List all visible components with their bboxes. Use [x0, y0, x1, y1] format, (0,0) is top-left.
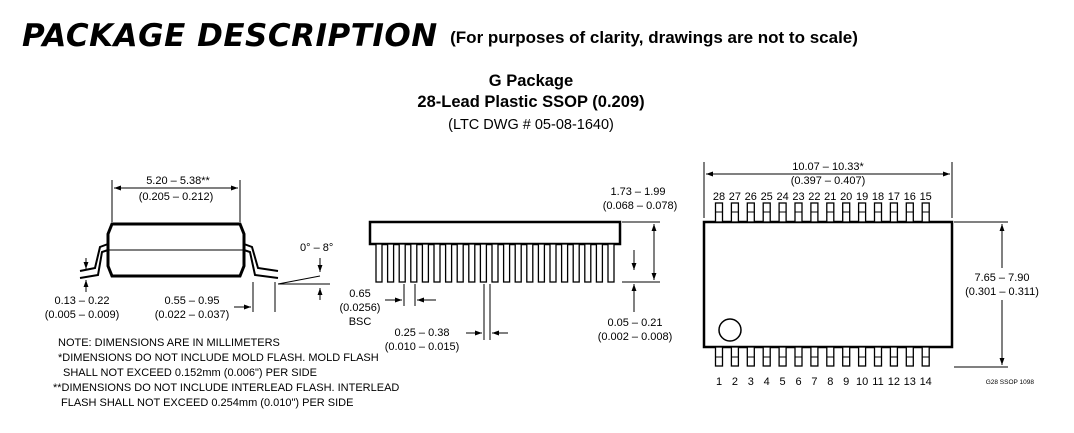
pin-label: 5 [780, 376, 786, 388]
front-lead [526, 243, 534, 283]
pin-label: 12 [888, 376, 900, 388]
front-lead [375, 243, 383, 283]
pin-label: 15 [920, 191, 932, 203]
pin-label: 26 [745, 191, 757, 203]
pin-label: 18 [872, 191, 884, 203]
front-standoff-in: (0.002 – 0.008) [598, 331, 673, 343]
page-title: PACKAGE DESCRIPTION [22, 18, 438, 54]
front-lead [491, 243, 499, 283]
front-lead [398, 243, 406, 283]
drawing-number: (LTC DWG # 05-08-1640) [448, 117, 614, 133]
note-line: **DIMENSIONS DO NOT INCLUDE INTERLEAD FL… [53, 382, 400, 394]
note-line: NOTE: DIMENSIONS ARE IN MILLIMETERS [58, 337, 280, 349]
pin-label: 17 [888, 191, 900, 203]
front-view [368, 220, 660, 340]
notes: NOTE: DIMENSIONS ARE IN MILLIMETERS *DIM… [53, 336, 399, 411]
top-width-mm: 7.65 – 7.90 [974, 272, 1029, 284]
top-width-in: (0.301 – 0.311) [965, 286, 1039, 298]
front-lead [386, 243, 395, 283]
pin-label: 27 [729, 191, 741, 203]
pin-label: 2 [732, 376, 738, 388]
drawing-code: G28 SSOP 1098 [986, 379, 1035, 386]
side-body-width-mm: 5.20 – 5.38** [146, 175, 210, 187]
pin-label: 16 [904, 191, 916, 203]
side-lead-thick-mm: 0.13 – 0.22 [54, 295, 109, 307]
package-name: G Package [488, 72, 574, 90]
front-lead-width-mm: 0.25 – 0.38 [394, 327, 449, 339]
pin-label: 19 [856, 191, 868, 203]
header: PACKAGE DESCRIPTION (For purposes of cla… [22, 18, 858, 54]
front-lead [572, 243, 580, 283]
top-pins-upper [714, 202, 930, 223]
front-leads [375, 243, 615, 283]
top-length-mm: 10.07 – 10.33* [792, 161, 864, 173]
front-lead [537, 243, 546, 283]
pin-label: 3 [748, 376, 754, 388]
pin-label: 7 [811, 376, 817, 388]
front-lead [479, 243, 488, 283]
side-foot-len-in: (0.022 – 0.037) [155, 309, 230, 321]
side-lead-thick-in: (0.005 – 0.009) [45, 309, 120, 321]
front-lead [549, 243, 557, 283]
side-view [79, 180, 330, 312]
front-pitch-in: (0.0256) [340, 302, 381, 314]
front-lead [595, 243, 604, 283]
top-length-in: (0.397 – 0.407) [791, 175, 866, 187]
pin-label: 4 [764, 376, 770, 388]
front-height-mm: 1.73 – 1.99 [610, 186, 665, 198]
package-type: 28-Lead Plastic SSOP (0.209) [417, 93, 645, 111]
front-lead [444, 243, 453, 283]
front-lead [514, 243, 522, 283]
pin-label: 9 [843, 376, 849, 388]
page-subtitle: (For purposes of clarity, drawings are n… [450, 28, 858, 47]
front-height-in: (0.068 – 0.078) [603, 200, 678, 212]
pin-label: 14 [920, 376, 932, 388]
pin-label: 8 [827, 376, 833, 388]
pin-label: 10 [856, 376, 868, 388]
side-body-width-in: (0.205 – 0.212) [139, 191, 214, 203]
top-pins-lower [714, 346, 930, 367]
front-lead [607, 243, 615, 283]
front-standoff-mm: 0.05 – 0.21 [607, 317, 662, 329]
front-lead [433, 243, 441, 283]
front-lead [468, 243, 476, 283]
pin-label: 20 [840, 191, 852, 203]
side-foot-len-mm: 0.55 – 0.95 [164, 295, 219, 307]
front-pitch-mm: 0.65 [349, 288, 370, 300]
front-lead [560, 243, 569, 283]
pin-label: 6 [795, 376, 801, 388]
pin-label: 25 [761, 191, 773, 203]
front-lead [421, 243, 430, 283]
pin-label: 23 [792, 191, 804, 203]
pin-label: 22 [808, 191, 820, 203]
front-pitch-note: BSC [349, 316, 372, 328]
note-line: *DIMENSIONS DO NOT INCLUDE MOLD FLASH. M… [58, 352, 379, 364]
pin-label: 24 [776, 191, 788, 203]
front-lead [410, 243, 418, 283]
note-line: SHALL NOT EXCEED 0.152mm (0.006") PER SI… [63, 367, 317, 379]
side-angle: 0° – 8° [300, 242, 333, 254]
front-lead [502, 243, 511, 283]
pin-label: 13 [904, 376, 916, 388]
pin-label: 28 [713, 191, 725, 203]
front-lead [456, 243, 464, 283]
pin-label: 21 [824, 191, 836, 203]
front-lead-width-in: (0.010 – 0.015) [385, 341, 460, 353]
pin-label: 11 [872, 376, 883, 388]
top-view [702, 162, 1008, 368]
front-lead [584, 243, 592, 283]
note-line: FLASH SHALL NOT EXCEED 0.254mm (0.010") … [61, 397, 354, 409]
pin-label: 1 [716, 376, 722, 388]
